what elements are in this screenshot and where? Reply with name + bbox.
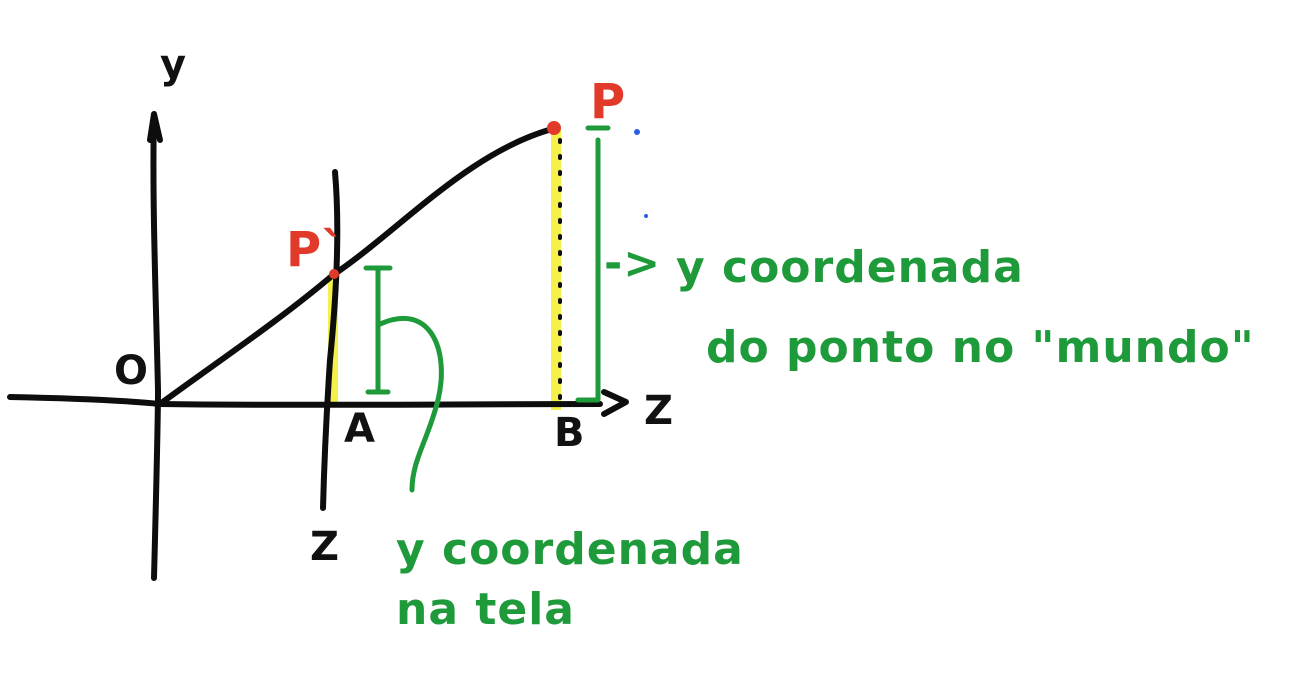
screen-y-pointer — [375, 316, 444, 493]
y-axis-arrowhead — [147, 111, 163, 143]
screen-y-caption-line2: na tela — [396, 584, 575, 635]
blue-dot — [644, 214, 648, 218]
world-y-bracket — [575, 125, 611, 403]
point-p-prime-label: P` — [286, 222, 345, 278]
projection-ray — [157, 125, 559, 407]
point-p-label: P — [590, 74, 625, 130]
world-y-caption-line2: do ponto no "mundo" — [706, 322, 1255, 373]
blue-dot — [634, 129, 640, 135]
screen-plane-label: Z — [310, 524, 339, 570]
z-axis-line — [7, 394, 603, 408]
screen-y-caption-line1: y coordenada — [396, 524, 744, 575]
y-axis-label: y — [160, 42, 186, 88]
world-y-caption-line1: y coordenada — [676, 242, 1024, 293]
origin-label: O — [114, 348, 148, 394]
screen-plane-line — [320, 169, 341, 511]
point-p-prime-dot — [329, 269, 339, 279]
z-axis-arrowhead — [601, 389, 629, 417]
point-b-label: B — [554, 410, 585, 456]
screen-y-bracket — [363, 265, 393, 395]
z-axis-label: Z — [644, 388, 673, 434]
point-a-label: A — [344, 406, 375, 452]
y-axis-line — [150, 112, 161, 581]
point-p-dot — [547, 121, 561, 135]
world-y-arrow: -> — [604, 238, 661, 289]
